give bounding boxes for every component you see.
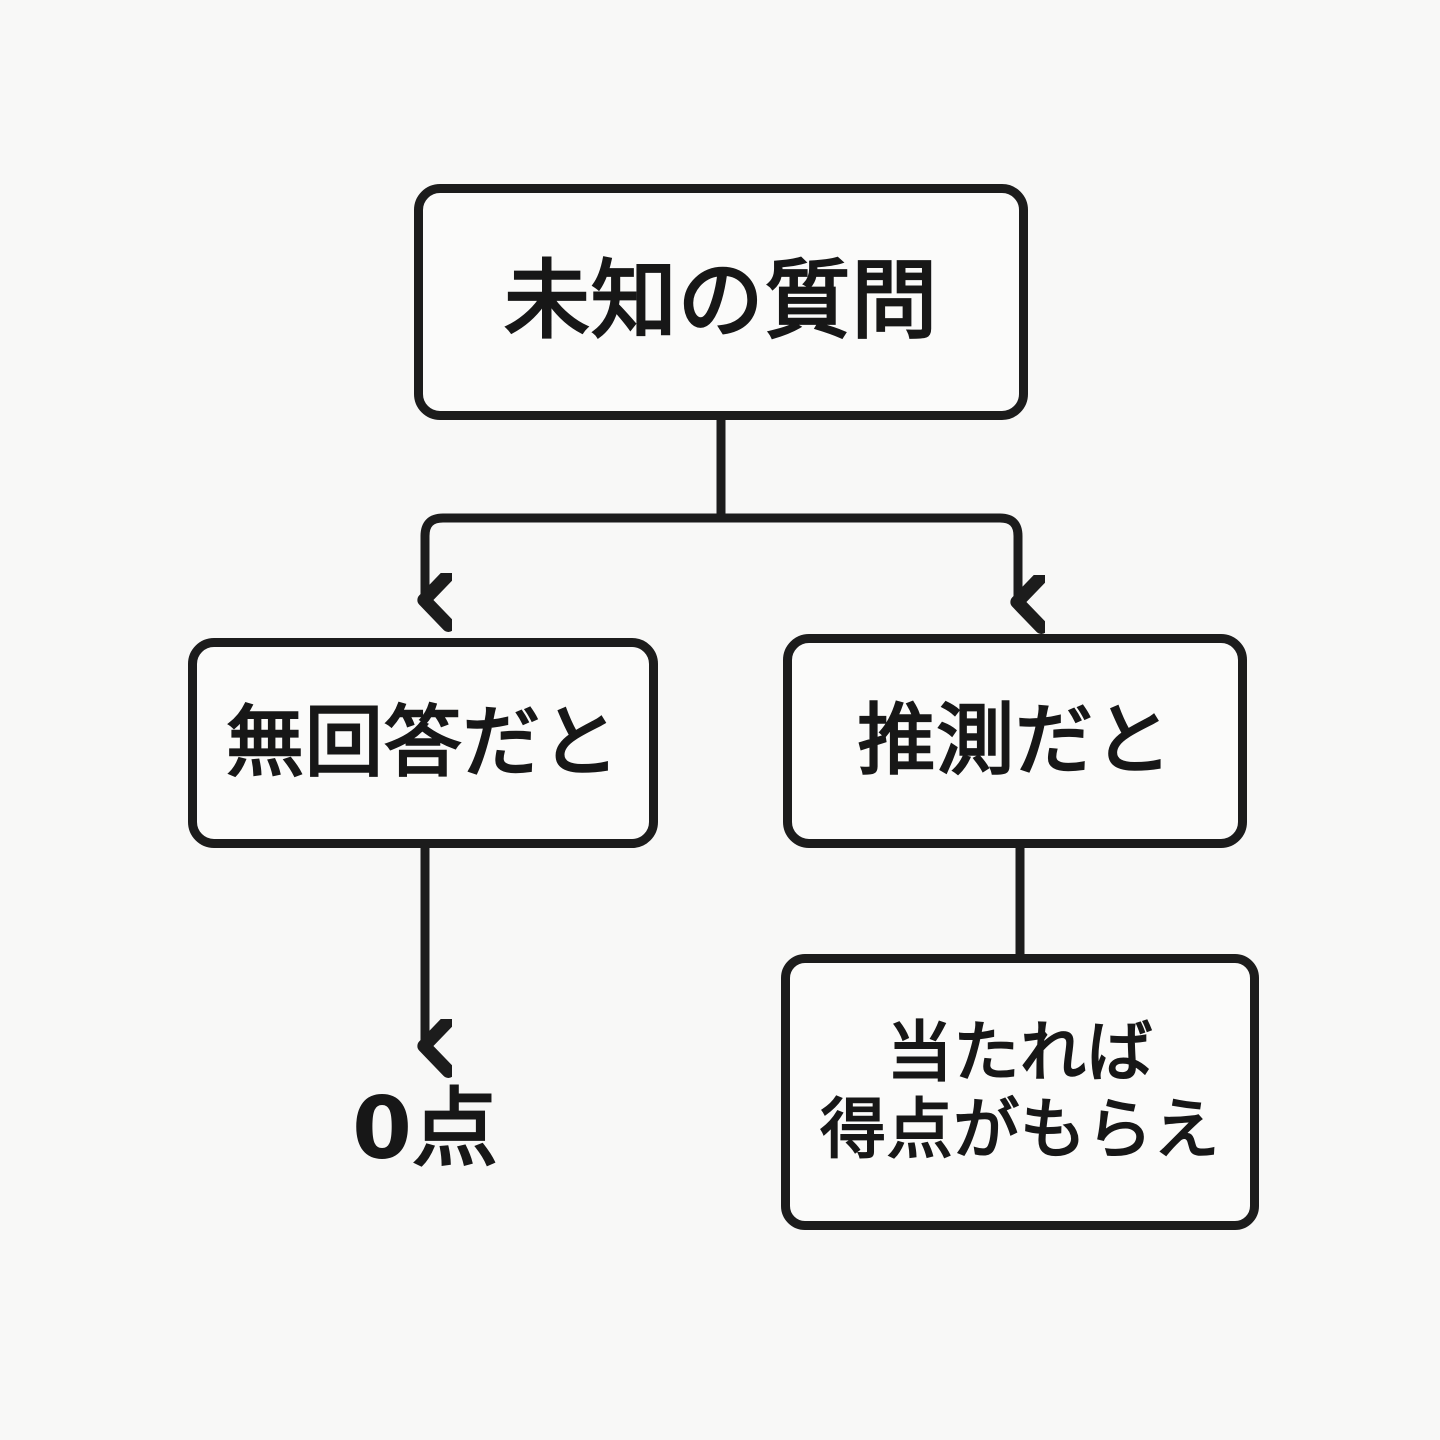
node-no-answer[interactable]: 無回答だと [188, 638, 658, 848]
node-reward-label: 当たれば 得点がもらえ [820, 1014, 1220, 1168]
edge-root-to-no-answer [425, 513, 721, 600]
node-guess[interactable]: 推測だと [783, 634, 1247, 848]
node-unknown-question-label: 未知の質問 [503, 251, 939, 352]
label-zero-score: 0点 [352, 1079, 498, 1179]
node-unknown-question[interactable]: 未知の質問 [414, 184, 1028, 420]
node-no-answer-label: 無回答だと [226, 697, 620, 788]
edge-root-to-guess [721, 513, 1018, 602]
node-guess-label: 推測だと [857, 695, 1173, 786]
node-reward[interactable]: 当たれば 得点がもらえ [781, 954, 1259, 1230]
